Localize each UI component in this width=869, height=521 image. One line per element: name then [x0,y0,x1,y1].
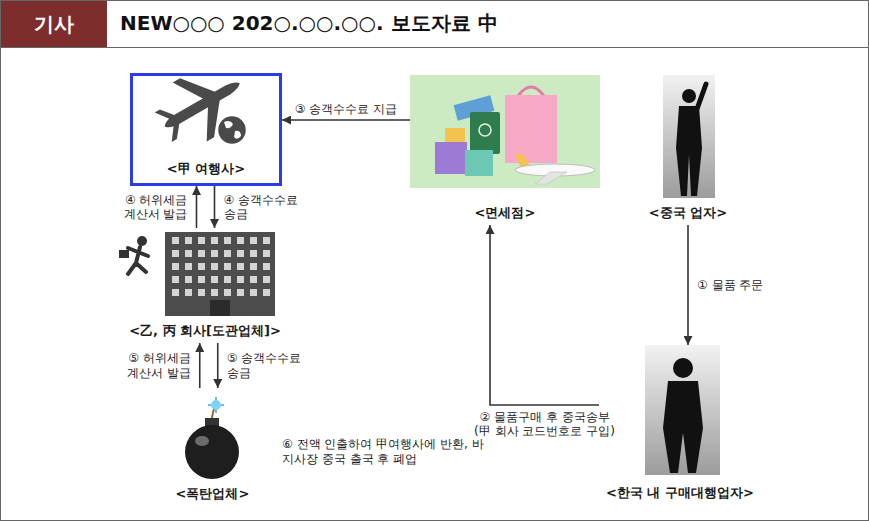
flow-arrow [282,119,410,121]
node-caption: <폭탄업체> [176,486,250,503]
edge-label: ⑤ 허위세금 계산서 발급 [121,351,193,380]
edge-label: ① 물품 주문 [695,278,765,292]
airplane-tail [155,104,177,124]
image-node: <한국 내 구매대행업자> [599,345,761,505]
airplane-icon [146,54,257,157]
header-tag-ground [1,1,107,47]
globe-continents [224,121,241,139]
duty-free-picture [410,75,600,188]
building-door [210,300,230,316]
shopping-bag [505,95,557,163]
gift-box [435,142,467,174]
runner-body [128,247,148,274]
person-raised-arm [697,84,706,109]
person-head [682,89,696,103]
flow-arrow [214,186,216,228]
passport [470,112,500,154]
airplane-tail [165,122,187,142]
flow-arrow [687,225,689,345]
flow-arrow [196,186,198,228]
flow-arrow [490,225,599,405]
person-body [676,106,702,196]
bag-handle [518,87,544,96]
globe-icon [217,115,247,145]
image-node: <乙, 丙 회사[도관업체]> [110,228,300,343]
edge-label: ④ 허위세금 계산서 발급 [118,193,190,222]
picture-airplane [515,154,595,184]
image-node: <면세점> [410,75,600,225]
image-node: <甲 여행사> [130,73,282,186]
image-node: <중국 업자> [640,75,736,225]
runner-briefcase [119,250,129,258]
edge-label: ⑤ 송객수수료 송금 [225,351,309,380]
passport-emblem [479,124,491,136]
bomb-spark [211,400,221,410]
flow-arrow [217,343,219,388]
person-picture [645,345,720,475]
building-windows [168,236,272,298]
person-head [673,358,693,378]
runner-head [137,236,147,246]
gift-box [465,150,493,176]
bomb [185,425,239,479]
person-picture [663,75,715,198]
header-tag: 기사 [1,1,107,47]
bomb-spark-rays [208,397,224,413]
edge-label: ④ 송객수수료 송금 [222,193,306,222]
airplane-wing [535,172,567,184]
image-node: <폭탄업체> [150,388,275,506]
node-caption: <한국 내 구매대행업자> [606,485,754,502]
header-title: NEW○○○ 202○.○○.○○. 보도자료 中 [120,0,498,47]
bomb-highlight [195,436,209,446]
flow-arrow [199,343,201,388]
node-caption: <중국 업자> [649,205,727,222]
note-text: ⑥ 전액 인출하여 甲여행사에 반환, 바지사장 중국 출국 후 폐업 [282,437,492,467]
node-caption: <면세점> [475,205,536,222]
gift-box [445,128,465,142]
node-caption: <乙, 丙 회사[도관업체]> [129,323,281,340]
person-body [663,381,703,473]
edge-label: ③ 송객수수료 지급 [293,102,399,116]
building [165,232,275,316]
node-caption: <甲 여행사> [167,161,245,178]
header-rule [0,47,869,48]
edge-label: ② 물품구매 후 중국송부 (甲 회사 코드번호로 구입) [472,410,618,439]
